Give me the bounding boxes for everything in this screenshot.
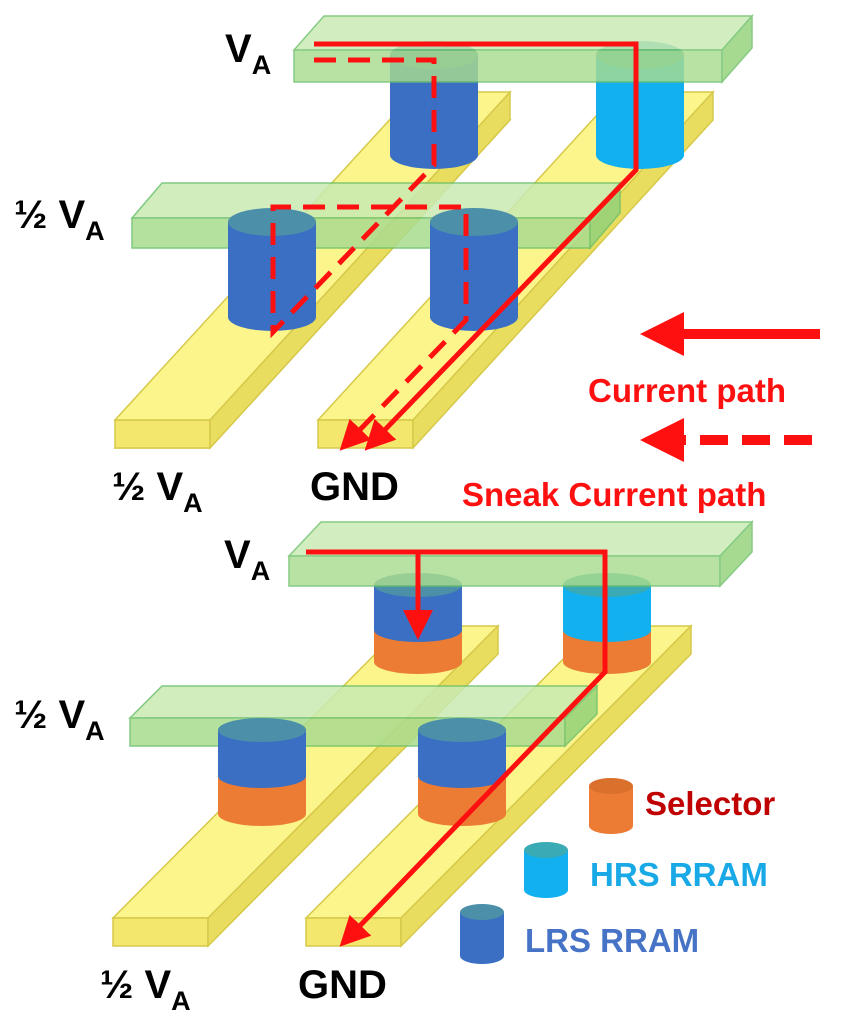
bottom-word-line-top (287, 520, 754, 588)
top-gnd-label: GND (310, 465, 399, 509)
bottom-cell-left (218, 718, 306, 826)
bottom-cell-right (418, 718, 506, 826)
legend-sneak-path-label: Sneak Current path (462, 476, 766, 513)
top-va-label: VA (225, 27, 271, 80)
top-current-path (314, 41, 639, 451)
bottom-va-label: VA (224, 533, 270, 586)
bottom-word-line-middle (128, 684, 599, 748)
top-lrs-cell-right (430, 208, 518, 331)
top-half-va-bottom-label: ½ VA (112, 465, 203, 518)
legend-selector-icon (589, 778, 633, 834)
top-word-line-top (292, 14, 754, 84)
legend-sneak-path-arrow (640, 418, 812, 462)
legend-hrs-icon (524, 842, 568, 898)
top-half-va-left-label: ½ VA (14, 193, 105, 246)
legend-lrs-icon (460, 904, 504, 964)
bottom-cell-back-lrs (374, 573, 462, 674)
legend-hrs-label: HRS RRAM (590, 856, 768, 893)
bottom-current-path (306, 549, 608, 947)
bottom-crossbar (111, 520, 754, 948)
bottom-half-va-left-label: ½ VA (14, 693, 105, 746)
legend-lrs-label: LRS RRAM (525, 922, 699, 959)
top-sneak-current-path (270, 57, 469, 451)
top-word-line-middle (130, 180, 622, 251)
legend-current-path-label: Current path (588, 372, 786, 409)
legend-current-path-arrow (640, 312, 820, 356)
bottom-half-va-bottom-label: ½ VA (100, 963, 191, 1016)
legend-selector-label: Selector (645, 785, 775, 822)
top-crossbar (113, 14, 754, 451)
bottom-gnd-label: GND (298, 963, 387, 1007)
